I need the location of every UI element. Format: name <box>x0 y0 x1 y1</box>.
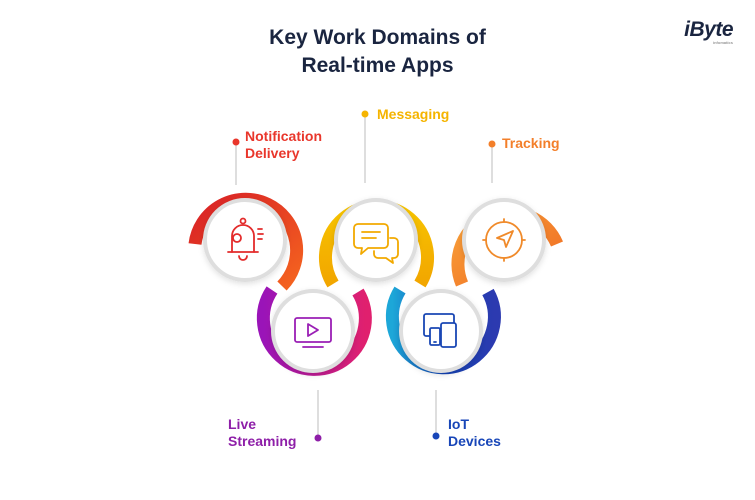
label-notification-line-1: Notification <box>245 128 322 144</box>
label-messaging-line-1: Messaging <box>377 106 450 122</box>
logo-text: iByte <box>684 18 733 41</box>
title-line-1: Key Work Domains of <box>269 26 486 49</box>
label-iot-devices-line-1: IoT <box>448 416 469 432</box>
devices-icon <box>423 313 457 348</box>
label-live-streaming-line-2: Streaming <box>228 433 297 449</box>
chat-bubbles-icon <box>353 223 399 264</box>
navigation-arrow-icon <box>482 218 526 262</box>
connector-tracking <box>488 140 496 183</box>
label-tracking-line-1: Tracking <box>502 135 560 151</box>
connector-notification <box>232 138 240 185</box>
disc-messaging <box>334 198 418 282</box>
ring-notification <box>188 192 304 291</box>
logo-tagline: infomatics <box>712 40 733 45</box>
label-live-streaming: Live Streaming <box>228 416 296 450</box>
label-iot-devices: IoT Devices <box>448 416 501 450</box>
ibyte-logo: iByte infomatics <box>684 18 733 45</box>
connector-live-streaming <box>314 390 322 442</box>
label-tracking: Tracking <box>502 135 560 152</box>
label-live-streaming-line-1: Live <box>228 416 257 432</box>
bell-icon <box>227 217 264 261</box>
connector-iot-devices <box>432 390 440 440</box>
label-messaging: Messaging <box>377 106 449 123</box>
connector-messaging <box>361 110 369 183</box>
diagram-title: Key Work Domains of Real-time Apps <box>0 24 755 80</box>
label-iot-devices-line-2: Devices <box>448 433 501 449</box>
title-line-2: Real-time Apps <box>301 54 454 77</box>
disc-notification <box>203 198 287 282</box>
disc-live-streaming <box>271 289 355 373</box>
tv-play-icon <box>294 317 332 348</box>
label-notification-line-2: Delivery <box>245 145 300 161</box>
label-notification-delivery: Notification Delivery <box>245 128 322 162</box>
